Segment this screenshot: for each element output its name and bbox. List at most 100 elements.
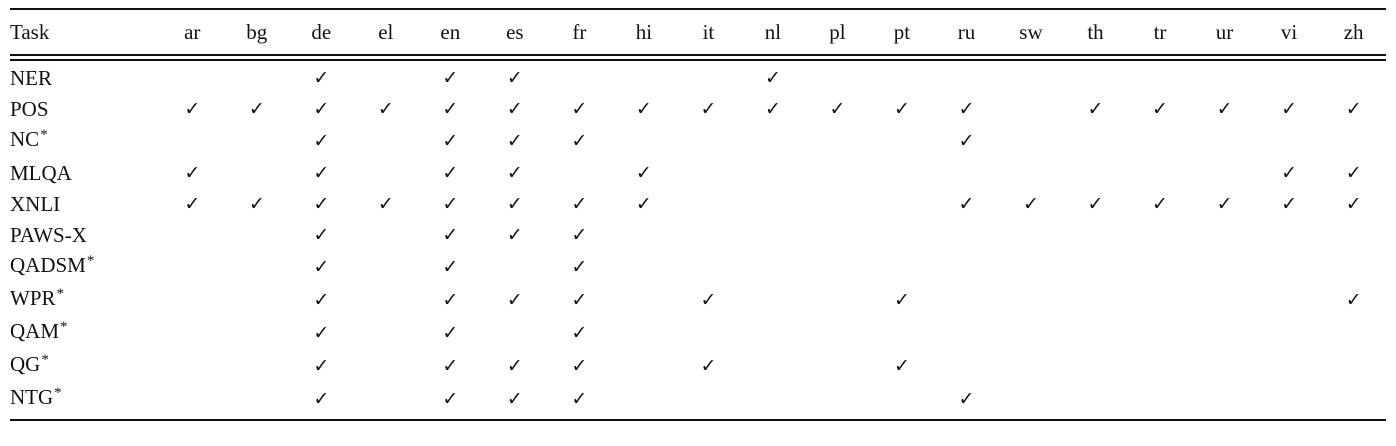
table-row: QG*✓✓✓✓✓✓ bbox=[10, 349, 1386, 382]
check-cell-it bbox=[676, 250, 741, 283]
check-mark-icon: ✓ bbox=[184, 162, 201, 184]
check-mark-icon: ✓ bbox=[442, 98, 459, 120]
check-cell-zh bbox=[1321, 349, 1386, 382]
check-cell-pt bbox=[870, 250, 935, 283]
task-star-marker: * bbox=[60, 319, 68, 335]
check-mark-icon: ✓ bbox=[506, 388, 523, 410]
check-cell-th bbox=[1063, 219, 1128, 250]
check-cell-de: ✓ bbox=[289, 188, 354, 219]
check-cell-en: ✓ bbox=[418, 219, 483, 250]
check-cell-bg bbox=[225, 316, 290, 349]
check-mark-icon: ✓ bbox=[313, 224, 330, 246]
check-cell-en: ✓ bbox=[418, 382, 483, 421]
check-mark-icon: ✓ bbox=[506, 162, 523, 184]
check-cell-fr bbox=[547, 157, 612, 188]
check-cell-de: ✓ bbox=[289, 382, 354, 421]
language-header-sw: sw bbox=[998, 8, 1064, 61]
check-cell-bg bbox=[225, 250, 290, 283]
check-mark-icon: ✓ bbox=[571, 322, 588, 344]
check-mark-icon: ✓ bbox=[1345, 98, 1362, 120]
check-cell-pl bbox=[805, 219, 870, 250]
check-mark-icon: ✓ bbox=[893, 355, 910, 377]
check-cell-vi bbox=[1256, 382, 1322, 421]
table-row: WPR*✓✓✓✓✓✓✓ bbox=[10, 283, 1386, 316]
header-double-rule bbox=[805, 59, 870, 61]
check-cell-bg bbox=[224, 382, 290, 421]
check-mark-icon: ✓ bbox=[1281, 162, 1297, 184]
check-mark-icon: ✓ bbox=[377, 193, 394, 215]
check-mark-icon: ✓ bbox=[313, 162, 330, 184]
check-cell-el bbox=[354, 219, 419, 250]
check-mark-icon: ✓ bbox=[1152, 193, 1168, 215]
check-cell-el: ✓ bbox=[354, 188, 419, 219]
table-row: XNLI✓✓✓✓✓✓✓✓✓✓✓✓✓✓✓ bbox=[10, 188, 1386, 219]
check-cell-tr: ✓ bbox=[1128, 188, 1193, 219]
check-mark-icon: ✓ bbox=[506, 289, 523, 311]
task-name: NTG bbox=[10, 385, 54, 409]
header-double-rule bbox=[1256, 59, 1322, 61]
check-mark-icon: ✓ bbox=[1216, 98, 1233, 120]
check-mark-icon: ✓ bbox=[829, 98, 846, 120]
check-mark-icon: ✓ bbox=[700, 355, 717, 377]
check-mark-icon: ✓ bbox=[313, 67, 330, 89]
check-mark-icon: ✓ bbox=[571, 98, 588, 120]
language-header-pt: pt bbox=[869, 8, 935, 61]
check-cell-el bbox=[353, 382, 419, 421]
check-cell-vi bbox=[1257, 219, 1322, 250]
check-cell-de: ✓ bbox=[289, 349, 354, 382]
check-cell-zh: ✓ bbox=[1321, 188, 1386, 219]
check-cell-sw bbox=[999, 124, 1064, 157]
check-cell-es: ✓ bbox=[483, 93, 548, 124]
check-mark-icon: ✓ bbox=[442, 162, 459, 184]
header-double-rule bbox=[353, 59, 419, 61]
check-cell-sw bbox=[998, 382, 1064, 421]
task-name: QG bbox=[10, 352, 41, 376]
header-double-rule bbox=[10, 59, 161, 61]
check-cell-fr: ✓ bbox=[547, 188, 612, 219]
check-cell-zh: ✓ bbox=[1321, 283, 1386, 316]
check-mark-icon: ✓ bbox=[958, 193, 975, 215]
check-cell-es bbox=[483, 316, 548, 349]
check-cell-pl bbox=[805, 188, 870, 219]
check-mark-icon: ✓ bbox=[571, 130, 588, 152]
check-mark-icon: ✓ bbox=[635, 193, 652, 215]
header-double-rule bbox=[289, 59, 354, 61]
check-cell-en: ✓ bbox=[418, 93, 483, 124]
check-cell-es: ✓ bbox=[483, 124, 548, 157]
check-mark-icon: ✓ bbox=[635, 162, 652, 184]
check-cell-pt bbox=[869, 382, 935, 421]
check-cell-sw bbox=[999, 283, 1064, 316]
task-name-cell: QAM* bbox=[10, 316, 160, 349]
check-cell-th bbox=[1063, 349, 1128, 382]
check-cell-sw: ✓ bbox=[999, 188, 1064, 219]
check-cell-ar bbox=[160, 250, 225, 283]
language-header-bg: bg bbox=[224, 8, 290, 61]
header-double-rule bbox=[869, 59, 935, 61]
check-cell-pt bbox=[870, 219, 935, 250]
header-double-rule bbox=[224, 59, 290, 61]
check-mark-icon: ✓ bbox=[571, 355, 588, 377]
check-cell-vi: ✓ bbox=[1257, 93, 1322, 124]
language-header-es: es bbox=[482, 8, 548, 61]
check-mark-icon: ✓ bbox=[1216, 193, 1233, 215]
check-cell-ur bbox=[1192, 382, 1257, 421]
check-cell-ur bbox=[1192, 219, 1257, 250]
check-cell-ru bbox=[934, 349, 999, 382]
task-name-cell: PAWS-X bbox=[10, 219, 160, 250]
check-cell-hi: ✓ bbox=[612, 93, 677, 124]
check-mark-icon: ✓ bbox=[958, 388, 975, 410]
check-cell-ru: ✓ bbox=[934, 124, 999, 157]
check-cell-zh bbox=[1321, 219, 1386, 250]
header-double-rule bbox=[1063, 59, 1128, 61]
check-mark-icon: ✓ bbox=[1345, 162, 1362, 184]
table-row: PAWS-X✓✓✓✓ bbox=[10, 219, 1386, 250]
check-cell-ar bbox=[160, 316, 225, 349]
check-mark-icon: ✓ bbox=[571, 224, 588, 246]
check-cell-it bbox=[676, 382, 741, 421]
check-cell-sw bbox=[999, 316, 1064, 349]
check-cell-it bbox=[676, 316, 741, 349]
check-cell-de: ✓ bbox=[289, 124, 354, 157]
check-cell-zh bbox=[1321, 382, 1386, 421]
check-cell-sw bbox=[999, 250, 1064, 283]
check-cell-en: ✓ bbox=[418, 283, 483, 316]
